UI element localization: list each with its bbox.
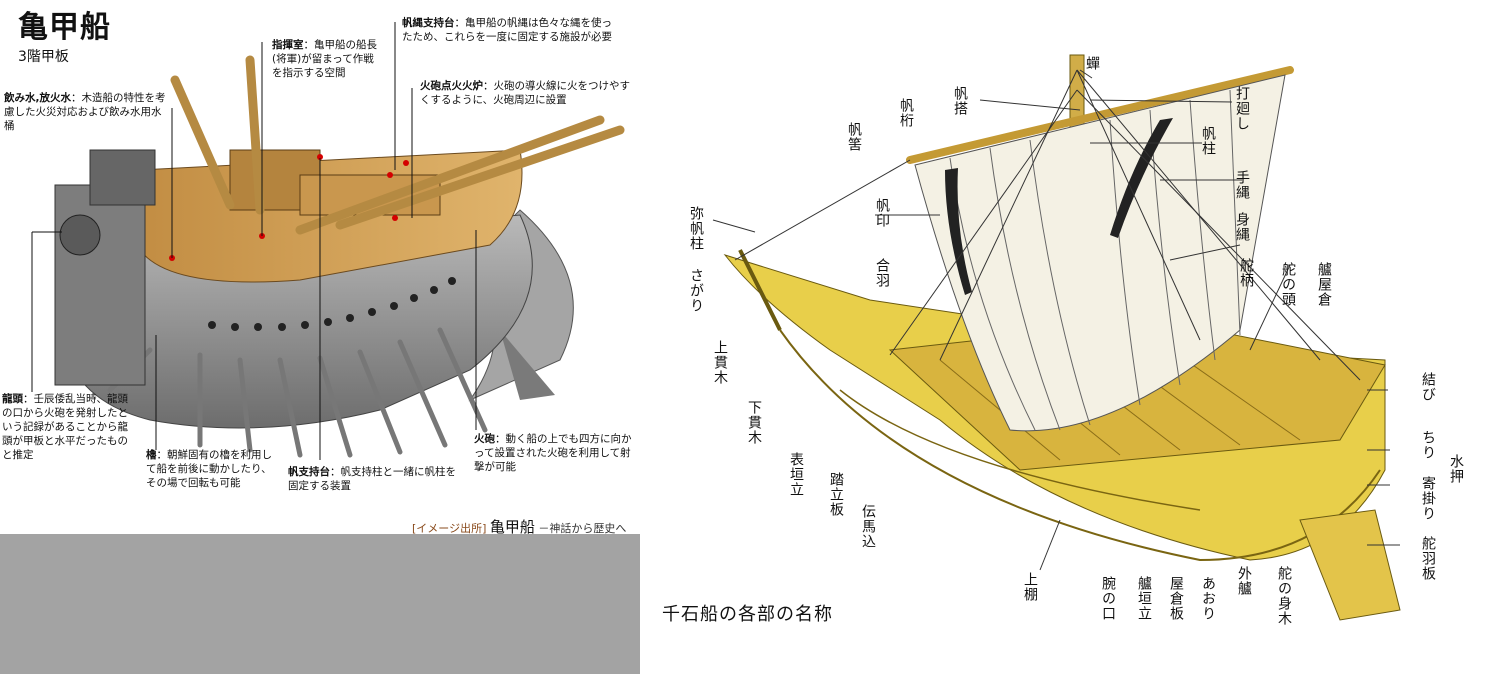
note-head: 飲み水,放火水 <box>4 92 71 104</box>
credit-prefix: [イメージ出所] <box>412 522 487 535</box>
label-hohazu: 帆筈 <box>846 122 862 152</box>
label-shitanuki: 下貫木 <box>746 400 762 445</box>
note-text: ：朝鮮固有の櫓を利用して船を前後に動かしたり、その場で回転も可能 <box>146 449 272 489</box>
label-fumitateita: 踏立板 <box>828 472 844 517</box>
note-rope-support: 帆縄支持台：亀甲船の帆縄は色々な縄を使ったため、これらを一度に固定する施設が必要 <box>402 16 614 44</box>
label-chiri: ちり <box>1420 430 1436 460</box>
note-head: 指揮室 <box>272 39 304 51</box>
label-hogeta: 帆桁 <box>898 98 914 128</box>
label-uchimawashi: 打廻し <box>1234 86 1250 131</box>
note-head: 火砲 <box>474 433 495 445</box>
label-tetsuna: 手縄 <box>1234 170 1250 200</box>
note-head: 帆支持台 <box>288 466 330 478</box>
sengoku-ship-panel: 蟬 帆搭 帆桁 帆筈 打廻し 帆柱 手縄 身縄 弥帆柱 帆印 さがり 合羽 舵柄… <box>640 0 1508 674</box>
turtle-ship-panel: 亀甲船 3階甲板 飲み水,放火水：木造船の特性を考慮した火災対応および飲み水用水… <box>0 0 640 674</box>
label-uwadana: 上棚 <box>1022 572 1038 602</box>
label-yahobashira: 弥帆柱 <box>688 206 704 251</box>
label-udenokuchi: 腕の口 <box>1100 576 1116 621</box>
note-text: ：亀甲船の船長(将軍)が留まって作戦を指示する空間 <box>272 39 377 79</box>
note-head: 火砲点火火炉 <box>420 80 483 92</box>
label-tenmagomi: 伝馬込 <box>860 504 876 549</box>
note-cannon: 火砲：動く船の上でも四方に向かって設置された火砲を利用して射撃が可能 <box>474 432 638 474</box>
note-text: ：火砲の導火線に火をつけやすくするように、火砲周辺に設置 <box>420 80 630 106</box>
label-musubi: 結び <box>1420 372 1436 402</box>
note-text: ：亀甲船の帆縄は色々な縄を使ったため、これらを一度に固定する施設が必要 <box>402 17 612 43</box>
note-water-barrel: 飲み水,放火水：木造船の特性を考慮した火災対応および飲み水用水桶 <box>4 91 170 133</box>
label-sotodomo: 外艫 <box>1236 566 1252 596</box>
label-hojirushi: 帆印 <box>874 198 890 228</box>
figure-caption: 千石船の各部の名称 <box>662 604 833 625</box>
note-mast-support: 帆支持台：帆支持柱と一緒に帆柱を固定する装置 <box>288 465 458 493</box>
note-dragon-head: 龍頭：壬辰倭乱当時、龍頭の口から火砲を発射したという記録があることから龍頭が甲板… <box>2 392 132 462</box>
label-kajihaita: 舵羽板 <box>1420 536 1436 581</box>
gray-filler-block <box>0 534 640 674</box>
label-sagari: さがり <box>688 268 704 313</box>
note-head: 櫓 <box>146 449 157 461</box>
label-hobashira: 帆柱 <box>1200 126 1216 156</box>
label-kajinomiki: 舵の身木 <box>1276 566 1292 626</box>
label-miyoshi: 水押 <box>1448 454 1464 484</box>
note-text: ：木造船の特性を考慮した火災対応および飲み水用水桶 <box>4 92 166 132</box>
label-omotegaki: 表垣立 <box>788 452 804 497</box>
label-yaguraita: 屋倉板 <box>1168 576 1184 621</box>
label-kajizuka: 舵柄 <box>1238 258 1254 288</box>
label-aori: あおり <box>1200 576 1216 621</box>
note-text: ：壬辰倭乱当時、龍頭の口から火砲を発射したという記録があることから龍頭が甲板と水… <box>2 393 128 461</box>
label-kajinokashira: 舵の頭 <box>1280 262 1296 307</box>
credit-title: 亀甲船 <box>489 518 535 536</box>
note-text: ：動く船の上でも四方に向かって設置された火砲を利用して射撃が可能 <box>474 433 632 473</box>
image-credit: [イメージ出所] 亀甲船 －神話から歴史へ <box>412 516 626 537</box>
credit-subtitle: －神話から歴史へ <box>538 522 627 535</box>
note-head: 龍頭 <box>2 393 23 405</box>
label-yorikakari: 寄掛り <box>1420 476 1436 521</box>
label-tomoyagura: 艫屋倉 <box>1316 262 1332 307</box>
note-head: 帆縄支持台 <box>402 17 455 29</box>
label-semi: 蟬 <box>1084 56 1100 71</box>
label-kappa: 合羽 <box>874 258 890 288</box>
label-tomogaki: 艫垣立 <box>1136 576 1152 621</box>
label-minawa: 身縄 <box>1234 212 1250 242</box>
label-hotou: 帆搭 <box>952 86 968 116</box>
turtle-ship-illustration <box>31 22 625 460</box>
sengoku-ship-illustration <box>712 54 1401 621</box>
note-oar: 櫓：朝鮮固有の櫓を利用して船を前後に動かしたり、その場で回転も可能 <box>146 448 278 490</box>
note-text: ：帆支持柱と一緒に帆柱を固定する装置 <box>288 466 456 492</box>
deck-level-label: 3階甲板 <box>18 49 69 65</box>
note-fire-brazier: 火砲点火火炉：火砲の導火線に火をつけやすくするように、火砲周辺に設置 <box>420 79 634 107</box>
note-command-room: 指揮室：亀甲船の船長(将軍)が留まって作戦を指示する空間 <box>272 38 384 80</box>
page-title: 亀甲船 <box>18 10 111 45</box>
label-uwanuki: 上貫木 <box>712 340 728 385</box>
